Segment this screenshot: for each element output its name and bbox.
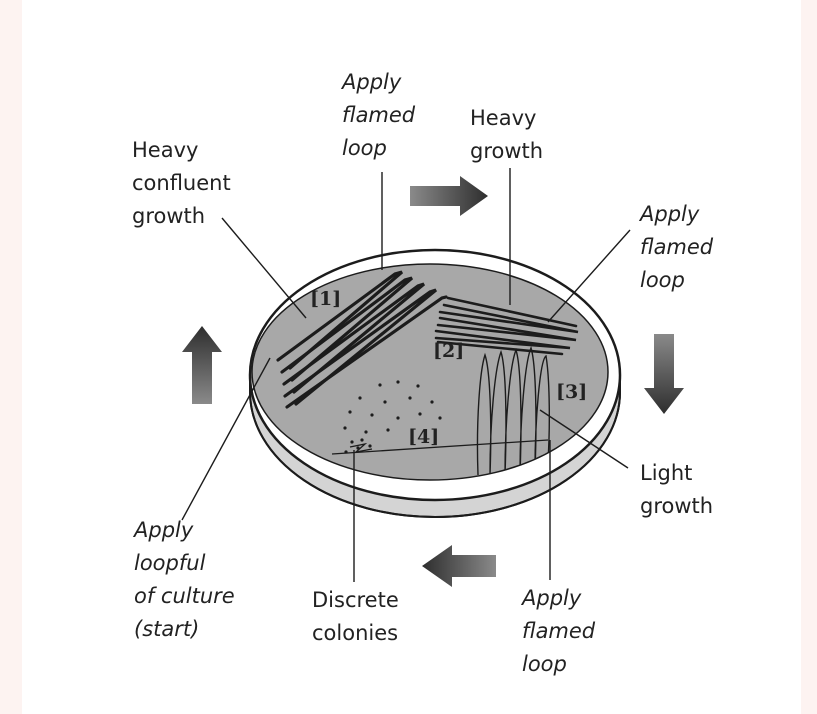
arrow-up-icon [182, 326, 222, 404]
section-label-2: [2] [433, 340, 464, 362]
label-heavy-growth: Heavy growth [470, 102, 543, 168]
label-apply-flamed-loop-bottom: Apply flamed loop [522, 582, 595, 681]
arrow-right-icon [410, 176, 488, 216]
arrow-left-icon [422, 545, 496, 587]
arrow-down-icon [644, 334, 684, 414]
label-light-growth: Light growth [640, 457, 713, 523]
label-apply-loopful-start: Apply loopful of culture (start) [134, 514, 235, 646]
section-label-3: [3] [556, 381, 587, 403]
section-label-4: [4] [408, 426, 439, 448]
label-heavy-confluent-growth: Heavy confluent growth [132, 134, 231, 233]
section-label-1: [1] [310, 288, 341, 310]
label-discrete-colonies: Discrete colonies [312, 584, 399, 650]
label-apply-flamed-loop-right: Apply flamed loop [640, 198, 713, 297]
label-apply-flamed-loop-top: Apply flamed loop [342, 66, 415, 165]
